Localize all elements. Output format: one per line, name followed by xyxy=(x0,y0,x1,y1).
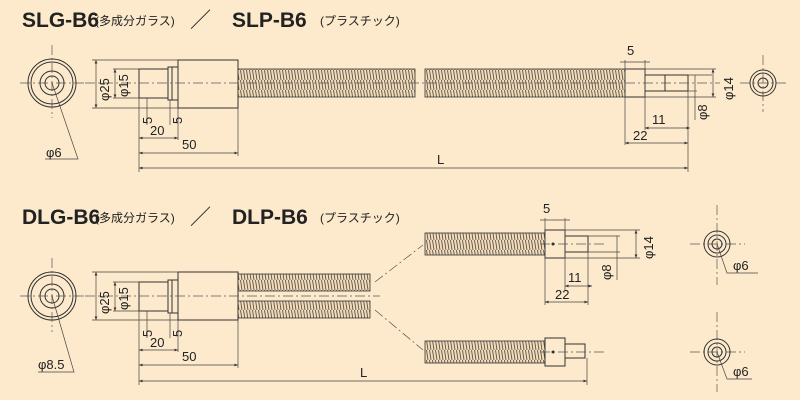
dim-phi6-left: φ6 xyxy=(46,145,62,160)
title-bottom: DLG-B6 (多成分ガラス) ／ DLP-B6 (プラスチック) xyxy=(22,206,400,229)
dim-phi8-5: φ8.5 xyxy=(38,357,65,372)
hose-lower-branch xyxy=(424,340,546,364)
separator: ／ xyxy=(190,206,211,229)
dims-bottom: φ25 φ15 5 5 20 50 L 5 11 22 φ8 φ14 xyxy=(92,201,656,385)
dim-phi25: φ25 xyxy=(97,78,112,101)
dim-L: L xyxy=(360,365,367,380)
hose-bottom-upper-left xyxy=(237,273,371,292)
dim-phi6-upper: φ6 xyxy=(733,258,749,273)
material-glass: (多成分ガラス) xyxy=(95,14,175,28)
connector-bottom xyxy=(85,229,605,367)
material-glass: (多成分ガラス) xyxy=(95,211,175,225)
end-view-right-top xyxy=(740,55,788,112)
dim-5b: 5 xyxy=(170,330,185,337)
material-plastic: (プラスチック) xyxy=(320,14,400,28)
dim-phi8: φ8 xyxy=(695,104,710,120)
material-plastic: (プラスチック) xyxy=(320,211,400,225)
model-slg-b6: SLG-B6 xyxy=(22,9,99,32)
end-view-right-upper: φ6 xyxy=(690,205,758,285)
end-view-left-bottom: φ8.5 xyxy=(20,258,85,373)
connector-top xyxy=(85,59,720,109)
hose-bottom-lower-left xyxy=(237,300,371,319)
dim-20: 20 xyxy=(150,123,164,138)
end-view-right-lower: φ6 xyxy=(690,312,752,392)
dim-phi15: φ15 xyxy=(116,287,131,310)
model-dlp-b6: DLP-B6 xyxy=(232,206,308,229)
dim-11: 11 xyxy=(652,112,666,127)
dim-5-tip: 5 xyxy=(543,201,550,216)
dim-50: 50 xyxy=(182,137,196,152)
dim-phi14: φ14 xyxy=(721,77,736,100)
end-view-left-top: φ6 xyxy=(20,45,85,160)
dim-phi14: φ14 xyxy=(641,236,656,259)
dim-phi25: φ25 xyxy=(97,291,112,314)
dim-5a: 5 xyxy=(140,117,155,124)
dim-5b: 5 xyxy=(170,117,185,124)
dim-phi8: φ8 xyxy=(599,264,614,280)
dim-phi15: φ15 xyxy=(116,74,131,97)
dim-50: 50 xyxy=(182,349,196,364)
separator: ／ xyxy=(190,9,211,32)
dim-5-tip: 5 xyxy=(627,43,634,58)
dim-20: 20 xyxy=(150,335,164,350)
dim-22: 22 xyxy=(555,287,569,302)
dims-top: φ25 φ15 5 5 20 50 L 5 11 22 φ8 φ14 xyxy=(92,43,736,172)
dim-L: L xyxy=(437,152,444,167)
dim-11: 11 xyxy=(568,270,582,285)
dim-phi6-lower: φ6 xyxy=(733,364,749,379)
hose-upper-branch xyxy=(424,232,546,256)
model-slp-b6: SLP-B6 xyxy=(232,9,307,32)
dim-5a: 5 xyxy=(140,330,155,337)
title-top: SLG-B6 (多成分ガラス) ／ SLP-B6 (プラスチック) xyxy=(22,9,400,32)
model-dlg-b6: DLG-B6 xyxy=(22,206,100,229)
dim-22: 22 xyxy=(633,128,647,143)
